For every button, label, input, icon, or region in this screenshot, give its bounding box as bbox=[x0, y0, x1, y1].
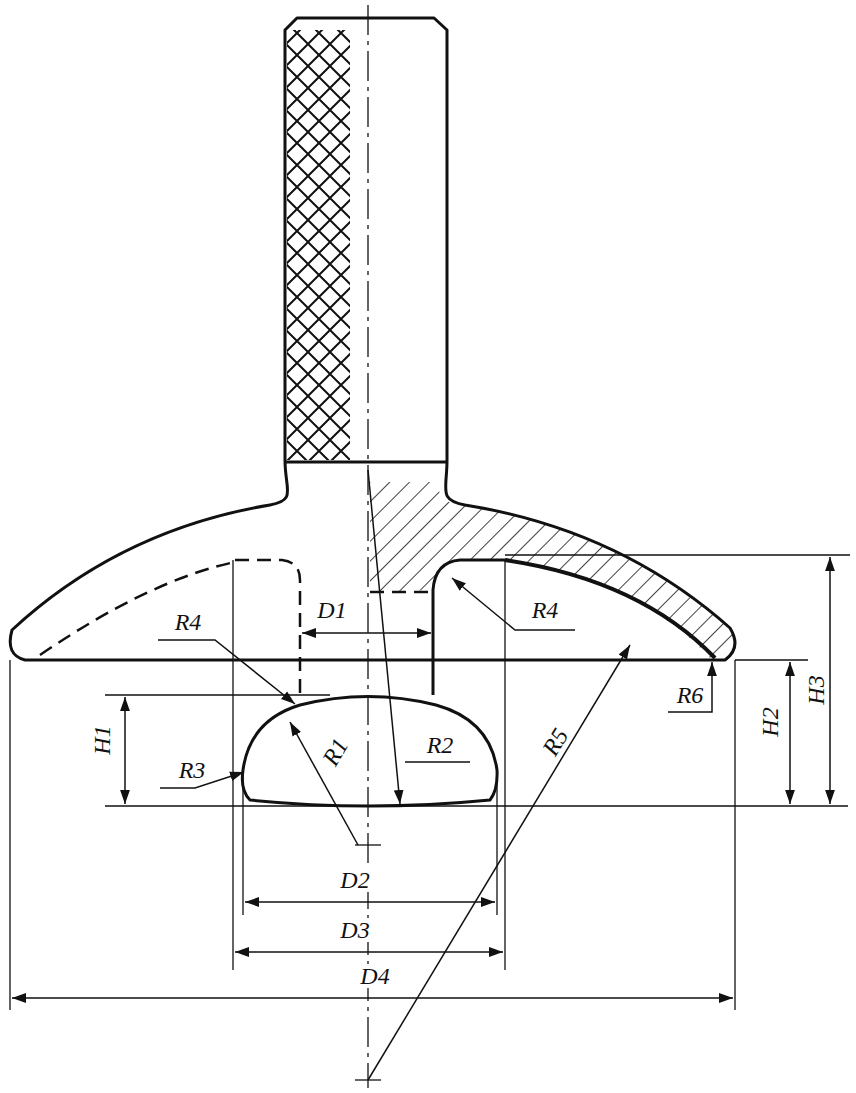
dimension-label: R2 bbox=[425, 733, 456, 757]
dome bbox=[242, 697, 497, 807]
dimension-label: R3 bbox=[177, 758, 208, 782]
dimension-label: H2 bbox=[758, 705, 782, 738]
dimension-label: R4 bbox=[173, 610, 204, 634]
radius-leader bbox=[368, 470, 400, 804]
extension-line bbox=[505, 554, 850, 555]
extension-line bbox=[734, 660, 735, 1010]
dimension-label: H3 bbox=[804, 673, 828, 706]
leader-line bbox=[668, 662, 712, 712]
dimension-line bbox=[302, 632, 431, 634]
extension-line bbox=[232, 560, 233, 970]
knurl bbox=[287, 30, 350, 460]
dimension-label: H1 bbox=[90, 723, 114, 756]
dimension-label: D3 bbox=[338, 918, 371, 942]
inner-wall bbox=[433, 560, 505, 695]
extension-line bbox=[242, 775, 243, 915]
dimension-line bbox=[124, 697, 126, 804]
extension-line bbox=[496, 775, 497, 915]
dimension-label: D2 bbox=[338, 868, 371, 892]
inner-shell bbox=[505, 560, 715, 658]
dimension-line bbox=[829, 557, 831, 804]
leader-line bbox=[452, 578, 575, 630]
extension-line bbox=[105, 805, 848, 806]
dimension-label: R4 bbox=[530, 598, 561, 622]
knob-outline bbox=[10, 18, 735, 660]
extension-line bbox=[105, 694, 330, 695]
extension-line bbox=[9, 660, 10, 1010]
dimension-line bbox=[12, 997, 733, 999]
radius-leader bbox=[290, 722, 358, 845]
hidden-line bbox=[40, 562, 235, 655]
dimension-label: D4 bbox=[358, 964, 391, 988]
dimension-label: R6 bbox=[675, 683, 706, 707]
dimension-label: R1 bbox=[317, 733, 353, 772]
dimension-label: R5 bbox=[537, 723, 573, 762]
radius-leader bbox=[368, 645, 630, 1080]
leader-line bbox=[405, 761, 470, 763]
dimension-line bbox=[235, 951, 503, 953]
dimension-line bbox=[245, 901, 495, 903]
dimension-label: D1 bbox=[315, 598, 348, 622]
hidden-line bbox=[235, 560, 300, 700]
extension-line bbox=[735, 659, 808, 660]
dimension-line bbox=[789, 662, 791, 804]
tick bbox=[355, 844, 381, 845]
knurl-edge bbox=[285, 461, 447, 464]
leader-line bbox=[158, 640, 295, 704]
